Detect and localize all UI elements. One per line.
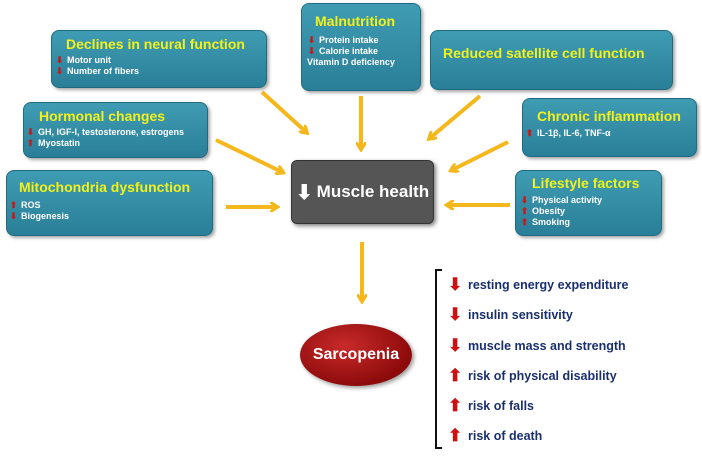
arrow-inflammation (452, 140, 509, 170)
list-item: ⬆ risk of physical disability (448, 366, 617, 385)
list-item: ⬇Protein intake (307, 35, 379, 45)
list-item: ⬆Obesity (520, 206, 566, 216)
list-item: ⬇Calorie intake (307, 46, 379, 56)
arrow-up-icon: ⬆ (448, 426, 463, 445)
arrow-up-icon: ⬆ (448, 396, 463, 415)
box-malnutrition: Malnutrition ⬇Protein intake ⬇Calorie in… (301, 3, 421, 91)
list-item: ⬆ risk of falls (448, 396, 534, 415)
box-title: Reduced satellite cell function (443, 45, 645, 61)
list-item: ⬇ insulin sensitivity (448, 305, 573, 324)
box-mitochondria: Mitochondria dysfunction ⬆ROS ⬇Biogenesi… (6, 170, 213, 236)
box-items: ⬆IL-1β, IL-6, TNF-α (525, 128, 611, 139)
list-item: ⬆ risk of death (448, 426, 543, 445)
box-satellite: Reduced satellite cell function (430, 30, 673, 90)
arrow-up-icon: ⬆ (9, 200, 18, 210)
arrow-down-icon: ⬇ (55, 66, 64, 76)
list-item: ⬇GH, IGF-I, testosterone, estrogens (26, 127, 185, 137)
box-items: ⬇Protein intake ⬇Calorie intake Vitamin … (307, 35, 395, 68)
arrow-down-icon: ⬇ (9, 211, 18, 221)
list-item: ⬇ muscle mass and strength (448, 336, 626, 355)
box-title: Lifestyle factors (532, 175, 640, 191)
box-items: ⬆ROS ⬇Biogenesis (9, 200, 69, 222)
arrow-down-icon: ⬇ (26, 127, 35, 137)
list-item: ⬇Physical activity (520, 195, 603, 205)
list-item: Vitamin D deficiency (307, 57, 395, 67)
arrow-satellite (430, 94, 482, 138)
list-item: ⬇Number of fibers (55, 66, 140, 76)
box-neural: Declines in neural function ⬇Motor unit … (51, 30, 267, 88)
box-items: ⬇Motor unit ⬇Number of fibers (55, 55, 139, 77)
list-item: ⬆Myostatin (26, 138, 81, 148)
muscle-health-label: Muscle health (316, 182, 430, 201)
sarcopenia-node: Sarcopenia (300, 324, 412, 386)
arrow-hormonal (215, 138, 282, 172)
box-lifestyle: Lifestyle factors ⬇Physical activity ⬆Ob… (515, 170, 662, 236)
arrow-up-icon: ⬆ (525, 128, 534, 138)
arrow-up-icon: ⬆ (26, 138, 35, 148)
box-title: Malnutrition (315, 13, 396, 29)
box-hormonal: Hormonal changes ⬇GH, IGF-I, testosteron… (23, 102, 208, 158)
list-item: ⬇Biogenesis (9, 211, 70, 221)
box-title: Chronic inflammation (537, 108, 681, 124)
arrow-neural (260, 90, 306, 132)
arrow-down-icon: ⬇ (295, 181, 313, 204)
arrow-down-icon: ⬇ (448, 275, 463, 294)
box-items: ⬇Physical activity ⬆Obesity ⬆Smoking (520, 195, 602, 228)
list-item: ⬆IL-1β, IL-6, TNF-α (525, 128, 611, 138)
list-item: ⬇ resting energy expenditure (448, 275, 629, 294)
list-item: ⬆Smoking (520, 217, 571, 227)
box-inflammation: Chronic inflammation ⬆IL-1β, IL-6, TNF-α (522, 98, 697, 157)
arrow-down-icon: ⬇ (448, 336, 463, 355)
arrow-down-icon: ⬇ (307, 46, 316, 56)
box-title: Hormonal changes (39, 108, 166, 124)
arrow-up-icon: ⬆ (448, 366, 463, 385)
box-title: Mitochondria dysfunction (19, 179, 191, 195)
arrow-up-icon: ⬆ (520, 217, 529, 227)
list-item: ⬇Motor unit (55, 55, 111, 65)
arrow-down-icon: ⬇ (448, 305, 463, 324)
muscle-health-node: ⬇ Muscle health (291, 160, 434, 224)
list-item: ⬆ROS (9, 200, 41, 210)
box-title: Declines in neural function (66, 36, 245, 52)
arrow-down-icon: ⬇ (55, 55, 64, 65)
outcomes-bracket (435, 269, 442, 449)
sarcopenia-label: Sarcopenia (312, 346, 400, 363)
box-items: ⬇GH, IGF-I, testosterone, estrogens ⬆Myo… (26, 127, 184, 149)
arrow-down-icon: ⬇ (520, 195, 529, 205)
arrow-down-icon: ⬇ (307, 35, 316, 45)
arrow-up-icon: ⬆ (520, 206, 529, 216)
